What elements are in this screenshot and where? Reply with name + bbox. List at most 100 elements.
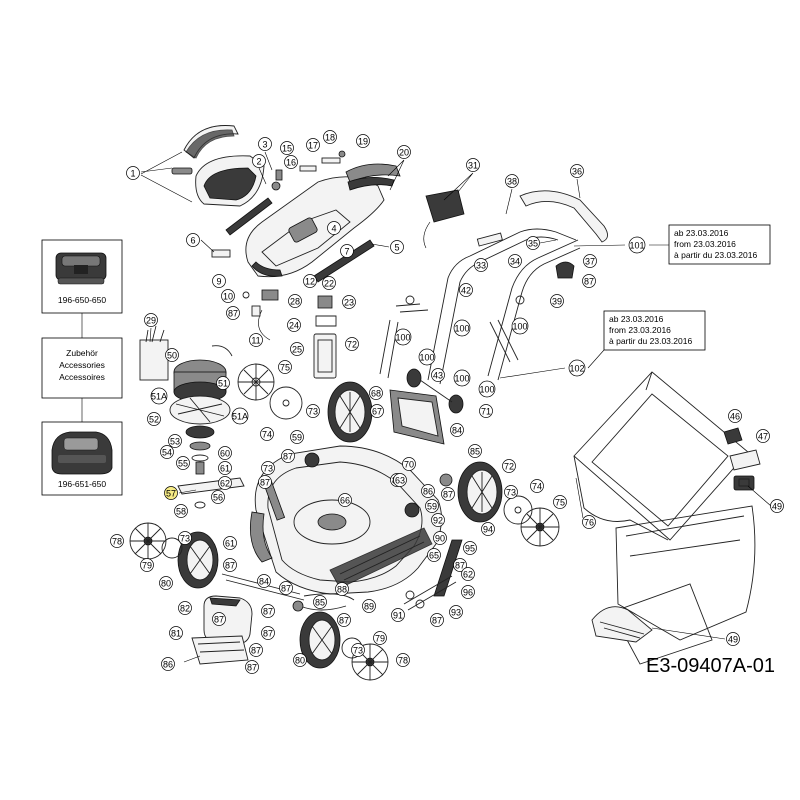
- callout-circle: [478, 380, 496, 398]
- callout-circle: [504, 485, 518, 499]
- part-callout-52: 52: [147, 412, 161, 426]
- callout-circle: [288, 294, 302, 308]
- part-callout-88: 88: [335, 582, 349, 596]
- callout-circle: [479, 404, 493, 418]
- drawing-code: E3-09407A-01: [646, 655, 775, 677]
- callout-circle: [530, 479, 544, 493]
- callout-number: 62: [463, 570, 473, 580]
- top-cover-assembly: [171, 125, 401, 379]
- part-callout-90: 90: [433, 531, 447, 545]
- callout-number: 56: [213, 493, 223, 503]
- part-callout-72: 72: [345, 337, 359, 351]
- callout-number: 73: [180, 534, 190, 544]
- callout-number: 80: [295, 656, 305, 666]
- callout-number: 19: [358, 137, 368, 147]
- callout-number: 91: [393, 611, 403, 621]
- part-callout-17: 17: [306, 138, 320, 152]
- callout-number: 86: [163, 660, 173, 670]
- callout-number: 38: [507, 177, 517, 187]
- callout-circle: [212, 612, 226, 626]
- battery-part-number: 196-650-650: [58, 295, 106, 305]
- callout-circle: [126, 166, 140, 180]
- part-callout-84: 84: [257, 574, 271, 588]
- callout-circle: [505, 174, 519, 188]
- note-box-102: ab 23.03.2016 from 23.03.2016 à partir d…: [603, 310, 706, 351]
- callout-circle: [502, 459, 516, 473]
- callout-number: 87: [443, 490, 453, 500]
- part-callout-1: 1: [126, 166, 140, 180]
- callout-number: 49: [772, 502, 782, 512]
- callout-circle: [390, 240, 404, 254]
- callout-circle: [553, 495, 567, 509]
- part-callout-87: 87: [245, 660, 259, 674]
- callout-number: 17: [308, 141, 318, 151]
- callout-number: 85: [470, 447, 480, 457]
- callout-number: 84: [259, 577, 269, 587]
- callout-number: 36: [572, 167, 582, 177]
- part-callout-15: 15: [280, 141, 294, 155]
- callout-circle: [466, 158, 480, 172]
- callout-circle: [258, 475, 272, 489]
- callout-number: 78: [112, 537, 122, 547]
- callout-number: 92: [433, 516, 443, 526]
- part-callout-75: 75: [278, 360, 292, 374]
- callout-circle: [223, 558, 237, 572]
- part-callout-62: 62: [218, 476, 232, 490]
- callout-number: 46: [730, 412, 740, 422]
- callout-circle: [418, 348, 436, 366]
- callout-number: 33: [476, 261, 486, 271]
- part-callout-100: 100: [394, 328, 412, 346]
- callout-circle: [770, 499, 784, 513]
- callout-number: 87: [260, 478, 270, 488]
- part-callout-68: 68: [369, 386, 383, 400]
- callout-circle: [425, 499, 439, 513]
- callout-circle: [570, 164, 584, 178]
- callout-circle: [756, 429, 770, 443]
- callout-circle: [327, 221, 341, 235]
- part-callout-71: 71: [479, 404, 493, 418]
- callout-number: 1: [130, 169, 135, 179]
- callout-circle: [287, 318, 301, 332]
- callout-number: 6: [190, 236, 195, 246]
- callout-number: 51: [218, 379, 228, 389]
- callout-number: 10: [223, 292, 233, 302]
- callout-number: 78: [398, 656, 408, 666]
- part-callout-79: 79: [140, 558, 154, 572]
- callout-circle: [391, 608, 405, 622]
- callout-number: 87: [251, 646, 261, 656]
- part-callout-65: 65: [427, 548, 441, 562]
- callout-number: 73: [353, 646, 363, 656]
- part-callout-37: 37: [583, 254, 597, 268]
- part-callout-61: 61: [223, 536, 237, 550]
- part-callout-51a: 51A: [150, 387, 168, 405]
- callout-number: 71: [481, 407, 491, 417]
- callout-circle: [441, 487, 455, 501]
- callout-number: 3: [262, 140, 267, 150]
- part-callout-87: 87: [582, 274, 596, 288]
- part-callout-24: 24: [287, 318, 301, 332]
- callout-circle: [351, 643, 365, 657]
- part-callout-86: 86: [421, 484, 435, 498]
- callout-circle: [526, 236, 540, 250]
- part-callout-51a: 51A: [231, 407, 249, 425]
- callout-number: 68: [371, 389, 381, 399]
- grass-bag-assembly: [573, 371, 761, 665]
- part-callout-87: 87: [226, 306, 240, 320]
- callout-circle: [261, 461, 275, 475]
- callout-circle: [218, 476, 232, 490]
- callout-number: 65: [429, 551, 439, 561]
- callout-number: 87: [283, 452, 293, 462]
- part-callout-74: 74: [260, 427, 274, 441]
- part-callout-25: 25: [290, 342, 304, 356]
- callout-circle: [280, 141, 294, 155]
- callout-number: 100: [512, 322, 527, 332]
- callout-circle: [468, 444, 482, 458]
- callout-circle: [165, 348, 179, 362]
- callout-circle: [459, 283, 473, 297]
- part-callout-56: 56: [211, 490, 225, 504]
- callout-number: 73: [308, 407, 318, 417]
- callout-number: 47: [758, 432, 768, 442]
- part-callout-38: 38: [505, 174, 519, 188]
- part-callout-80: 80: [159, 576, 173, 590]
